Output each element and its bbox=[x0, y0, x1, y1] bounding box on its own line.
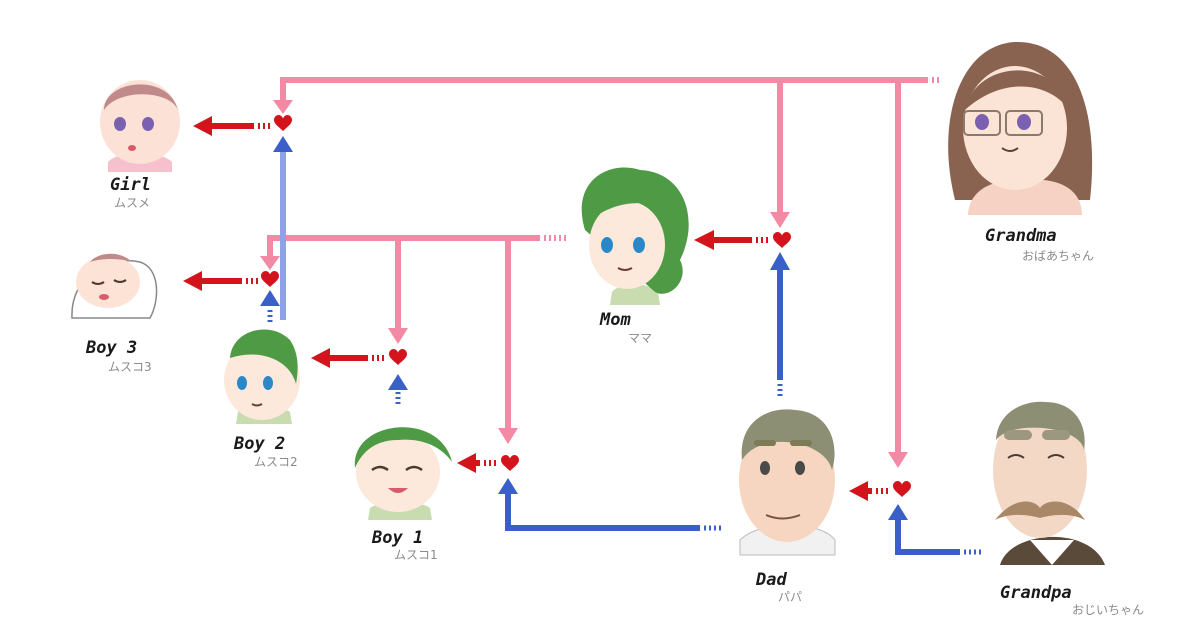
grandma-name-label: Grandma bbox=[985, 226, 1057, 246]
grandma-kana-label: おばあちゃん bbox=[1022, 249, 1095, 263]
grandma-to-girl-line bbox=[280, 77, 928, 100]
dad-to-boy1-line bbox=[505, 492, 700, 531]
girl-name-label: Girl bbox=[110, 175, 151, 195]
grandpa-kana-label: おじいちゃん bbox=[1072, 603, 1145, 617]
grandpa-face-icon bbox=[993, 401, 1105, 565]
arrow-to-boy3 bbox=[183, 271, 258, 291]
heart-icon bbox=[261, 271, 279, 287]
heart-icon bbox=[773, 232, 791, 248]
father-line-dashes bbox=[267, 310, 981, 555]
arrow-to-girl bbox=[193, 116, 270, 136]
grandma-face-icon bbox=[948, 41, 1093, 215]
mother-lines bbox=[267, 77, 928, 455]
boy1-name-label: Boy 1 bbox=[372, 528, 424, 548]
mom-name-label: Mom bbox=[600, 310, 631, 330]
girl-kana-label: ムスメ bbox=[114, 196, 151, 210]
grandpa-to-dad-line-lower bbox=[895, 518, 960, 555]
mom-face-icon bbox=[581, 167, 689, 305]
boy2-kana-label: ムスコ2 bbox=[254, 455, 298, 469]
mom-to-boy3-line bbox=[267, 235, 540, 258]
heart-icon bbox=[274, 115, 292, 131]
heart-icon bbox=[389, 349, 407, 365]
arrow-to-mom bbox=[694, 230, 768, 250]
boy1-kana-label: ムスコ1 bbox=[394, 548, 438, 562]
grandpa-name-label: Grandpa bbox=[1000, 583, 1072, 603]
mom-kana-label: ママ bbox=[628, 331, 653, 345]
arrow-to-boy1 bbox=[457, 453, 496, 473]
heart-icon bbox=[501, 455, 519, 471]
mother-arrowheads bbox=[260, 100, 908, 468]
child-arrows bbox=[183, 116, 888, 501]
father-lines bbox=[280, 150, 960, 555]
boy1-face-icon bbox=[354, 427, 452, 520]
boy2-face-icon bbox=[224, 329, 300, 424]
arrow-to-boy2 bbox=[311, 348, 384, 368]
boy3-name-label: Boy 3 bbox=[86, 338, 138, 358]
dad-name-label: Dad bbox=[756, 570, 787, 590]
girl-baby-face-icon bbox=[100, 80, 180, 172]
father-arrowheads bbox=[260, 136, 908, 520]
dad-kana-label: パパ bbox=[778, 590, 803, 604]
boy3-kana-label: ムスコ3 bbox=[108, 360, 152, 374]
mother-line-dashes bbox=[544, 77, 939, 241]
arrow-to-dad bbox=[849, 481, 888, 501]
dad-face-icon bbox=[739, 409, 836, 556]
heart-icon bbox=[893, 481, 911, 497]
boy2-name-label: Boy 2 bbox=[234, 434, 286, 454]
boy3-baby-face-icon bbox=[71, 253, 158, 319]
